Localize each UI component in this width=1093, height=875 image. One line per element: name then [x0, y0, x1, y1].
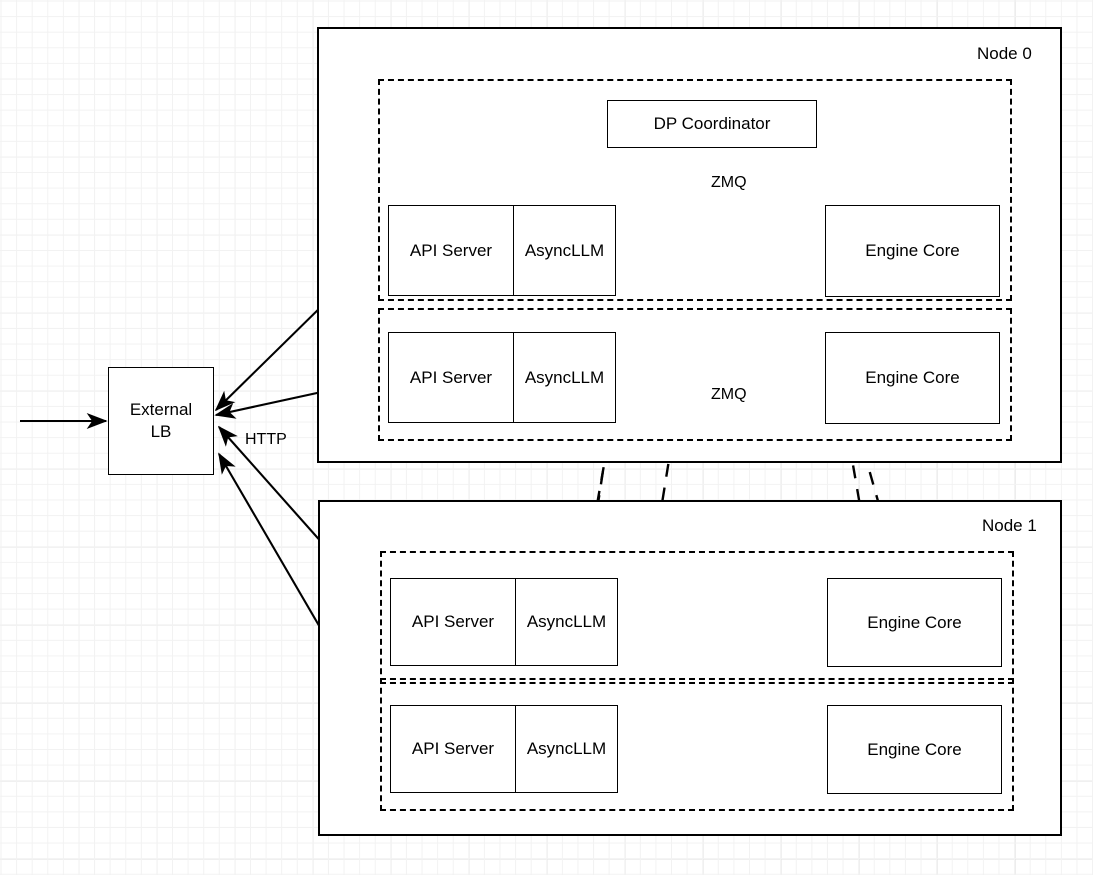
http-label: HTTP [245, 431, 287, 448]
engine-core-box-n1r0[interactable]: Engine Core [827, 578, 1002, 667]
engine-core-label-n1r1: Engine Core [867, 739, 962, 759]
asyncllm-label-n1r0: AsyncLLM [526, 612, 607, 631]
node-1-replica-0-server-box[interactable]: API Server AsyncLLM [390, 578, 618, 666]
dp-coordinator-box[interactable]: DP Coordinator [607, 100, 817, 148]
node-0-replica-0-server-box[interactable]: API Server AsyncLLM [388, 205, 616, 296]
api-server-label-n0r0: API Server [389, 206, 514, 295]
node-1-label: Node 1 [982, 516, 1037, 535]
asyncllm-label-n1r1: AsyncLLM [526, 739, 607, 758]
zmq-label-n0r1: ZMQ [711, 386, 747, 403]
node-1-replica-1-server-box[interactable]: API Server AsyncLLM [390, 705, 618, 793]
api-server-label-n1r1: API Server [391, 706, 516, 792]
zmq-label-coordinator: ZMQ [711, 174, 747, 191]
node-1-replica-0-group [380, 551, 1014, 684]
node-0-replica-1-group [378, 308, 1012, 441]
node-0-replica-0-group [378, 79, 1012, 301]
engine-core-box-n1r1[interactable]: Engine Core [827, 705, 1002, 794]
api-server-label-n1r0: API Server [391, 579, 516, 665]
engine-core-label-n1r0: Engine Core [867, 612, 962, 632]
engine-core-box-n0r1[interactable]: Engine Core [825, 332, 1000, 424]
node-1-replica-1-group [380, 678, 1014, 811]
dp-coordinator-label: DP Coordinator [653, 114, 771, 134]
external-lb-box[interactable]: External LB [108, 367, 214, 475]
external-lb-label-line1: External [129, 400, 193, 420]
node-0-label: Node 0 [977, 44, 1032, 63]
engine-core-label-n0r1: Engine Core [865, 368, 960, 388]
asyncllm-label-n0r1: AsyncLLM [524, 367, 605, 387]
asyncllm-label-n0r0: AsyncLLM [524, 240, 605, 260]
api-server-label-n0r1: API Server [389, 333, 514, 422]
engine-core-box-n0r0[interactable]: Engine Core [825, 205, 1000, 297]
external-lb-label-line2: LB [150, 422, 172, 441]
engine-core-label-n0r0: Engine Core [865, 241, 960, 261]
node-0-replica-1-server-box[interactable]: API Server AsyncLLM [388, 332, 616, 423]
